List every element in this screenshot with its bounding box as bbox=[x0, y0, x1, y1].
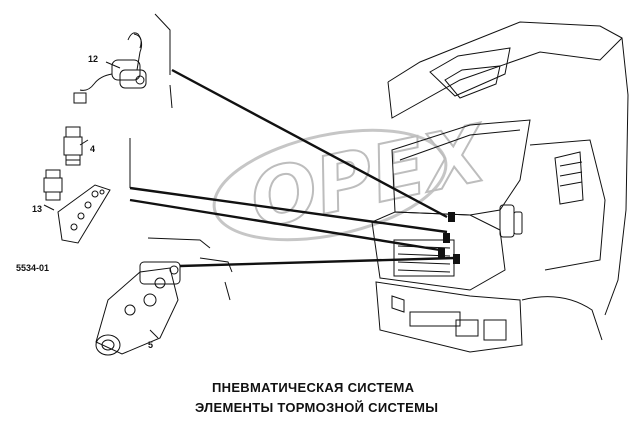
caption-line-1: ПНЕВМАТИЧЕСКАЯ СИСТЕМА bbox=[212, 380, 415, 395]
part-label-4: 4 bbox=[90, 144, 95, 154]
lever-valve-part bbox=[73, 32, 147, 104]
pressure-switch-part bbox=[63, 126, 89, 166]
switch-block-part bbox=[43, 169, 111, 244]
marker-12 bbox=[448, 212, 455, 222]
leader-line-12 bbox=[171, 68, 448, 219]
figure-code: 5534-01 bbox=[16, 263, 49, 273]
marker-5 bbox=[453, 254, 460, 264]
marker-4 bbox=[443, 233, 450, 243]
bracket-lines bbox=[129, 13, 233, 301]
part-label-13: 13 bbox=[32, 204, 42, 214]
leader-lines bbox=[129, 68, 456, 268]
leader-line-4 bbox=[129, 186, 448, 234]
brake-valve-part bbox=[95, 261, 181, 356]
caption-line-2: ЭЛЕМЕНТЫ ТОРМОЗНОЙ СИСТЕМЫ bbox=[195, 400, 438, 415]
leader-line-13 bbox=[129, 198, 441, 252]
truck-cab bbox=[371, 21, 629, 353]
part-label-5: 5 bbox=[148, 340, 153, 350]
part-label-12: 12 bbox=[88, 54, 98, 64]
marker-13 bbox=[438, 248, 445, 258]
leader-line-5 bbox=[179, 256, 456, 268]
